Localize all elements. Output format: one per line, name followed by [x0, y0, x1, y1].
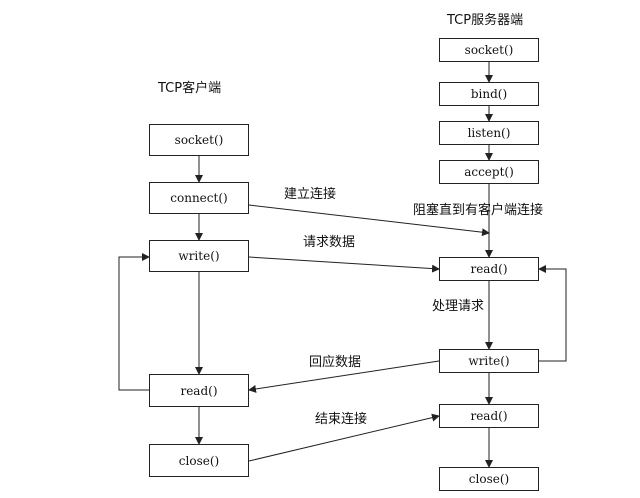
client-connect-box: connect(): [149, 182, 249, 214]
server-write-box: write(): [439, 349, 539, 373]
client-close-box: close(): [149, 444, 249, 477]
server-close-box: close(): [439, 467, 539, 491]
server-write-loop-arrow: [538, 265, 567, 362]
server-accept-box: accept(): [439, 160, 539, 184]
server-title: TCP服务器端: [447, 13, 524, 28]
process-label: 处理请求: [432, 299, 485, 314]
server-socket-box: socket(): [439, 38, 539, 62]
client-socket-box: socket(): [149, 124, 249, 156]
server-bind-box: bind(): [439, 82, 539, 106]
server-read2-box: read(): [439, 404, 539, 428]
client-read-loop-arrow: [118, 253, 150, 391]
connect-label: 建立连接: [284, 187, 337, 202]
request-label: 请求数据: [303, 235, 356, 250]
end-connection-arrow: [248, 413, 440, 462]
block-label: 阻塞直到有客户端连接: [413, 203, 544, 218]
server-listen-box: listen(): [439, 121, 539, 145]
client-read-box: read(): [149, 374, 249, 407]
server-read-box: read(): [439, 257, 539, 281]
client-write-box: write(): [149, 240, 249, 272]
reply-data-arrow: [248, 360, 440, 393]
end-label: 结束连接: [315, 412, 368, 427]
request-data-arrow: [241, 252, 440, 273]
reply-label: 回应数据: [309, 355, 362, 370]
connect-handshake-arrow: [241, 200, 490, 237]
client-title: TCP客户端: [158, 81, 222, 96]
